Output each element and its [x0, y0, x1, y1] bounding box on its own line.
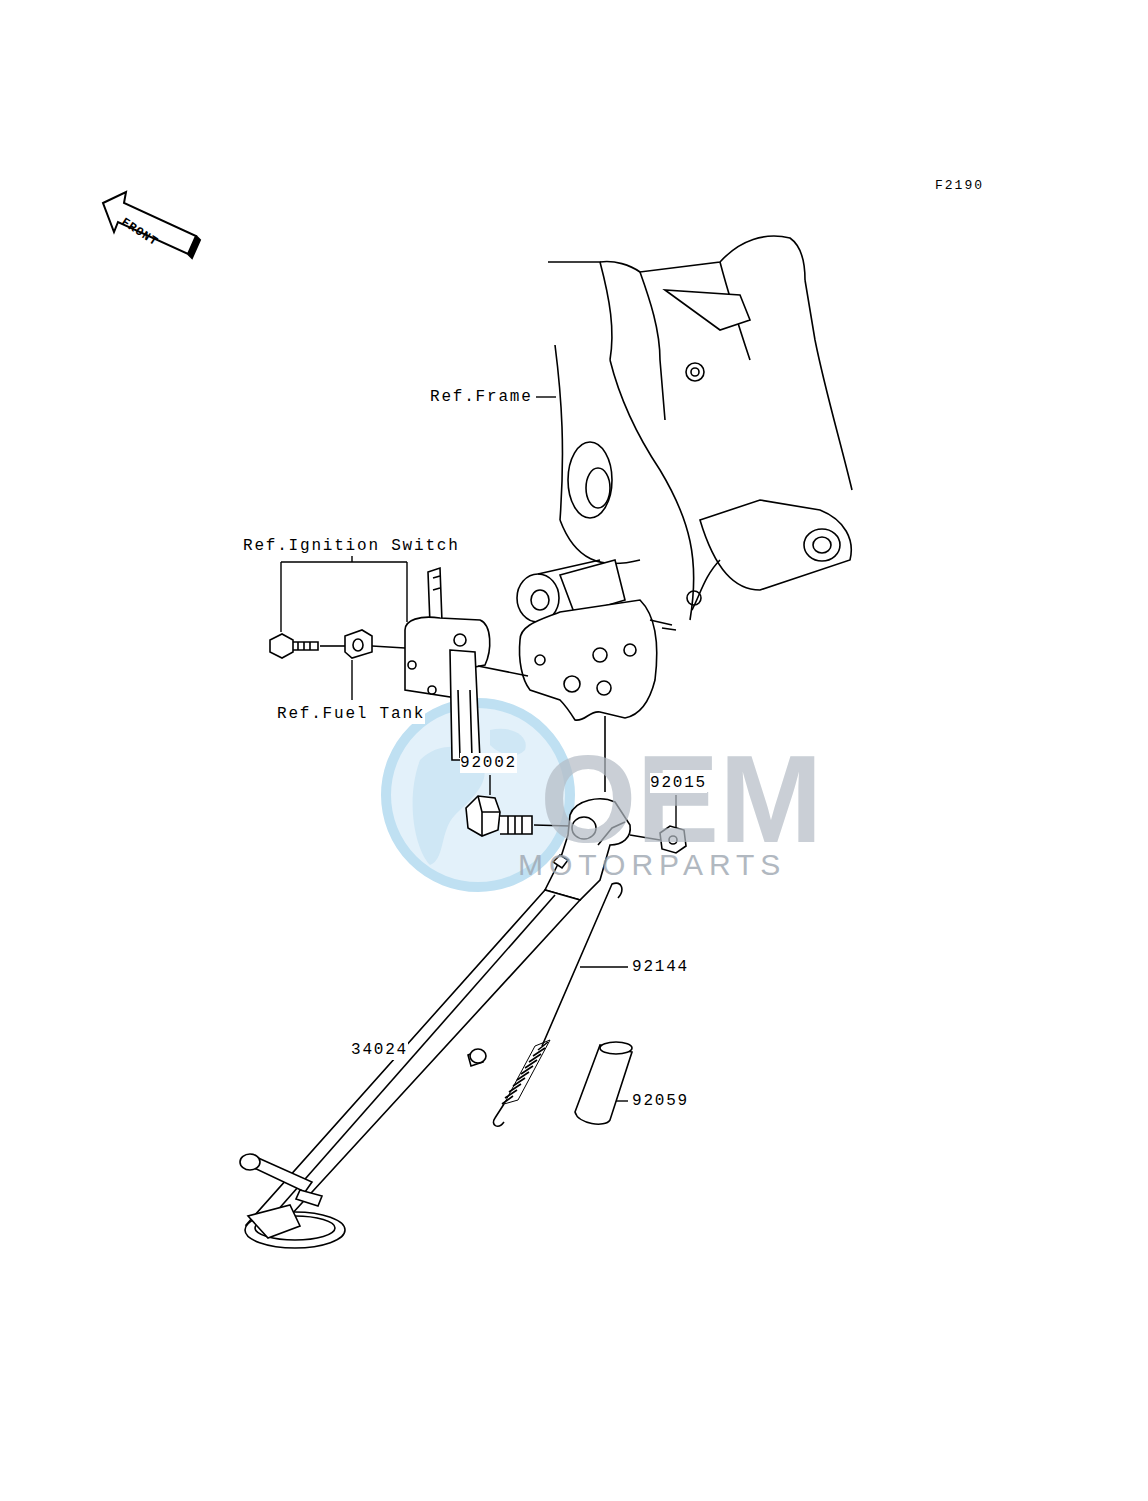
callout-number: 92059: [632, 1091, 689, 1111]
reference-label: Ref.Frame: [430, 387, 533, 407]
figure-code: F2190: [935, 178, 984, 194]
ignition-switch: [270, 568, 528, 760]
reference-label: Ref.Fuel Tank: [277, 704, 425, 724]
front-marker: FRONT: [118, 215, 161, 250]
reference-label: Ref.Ignition Switch: [243, 536, 460, 556]
collar: [575, 1042, 632, 1124]
callout-number: 92015: [650, 773, 707, 793]
callout-number: 34024: [351, 1040, 408, 1060]
callout-number: 92144: [632, 957, 689, 977]
frame-illustration: [517, 236, 852, 792]
watermark: MOTORPARTS: [518, 846, 786, 884]
front-arrow: [103, 192, 200, 258]
callout-number: 92002: [460, 753, 517, 773]
